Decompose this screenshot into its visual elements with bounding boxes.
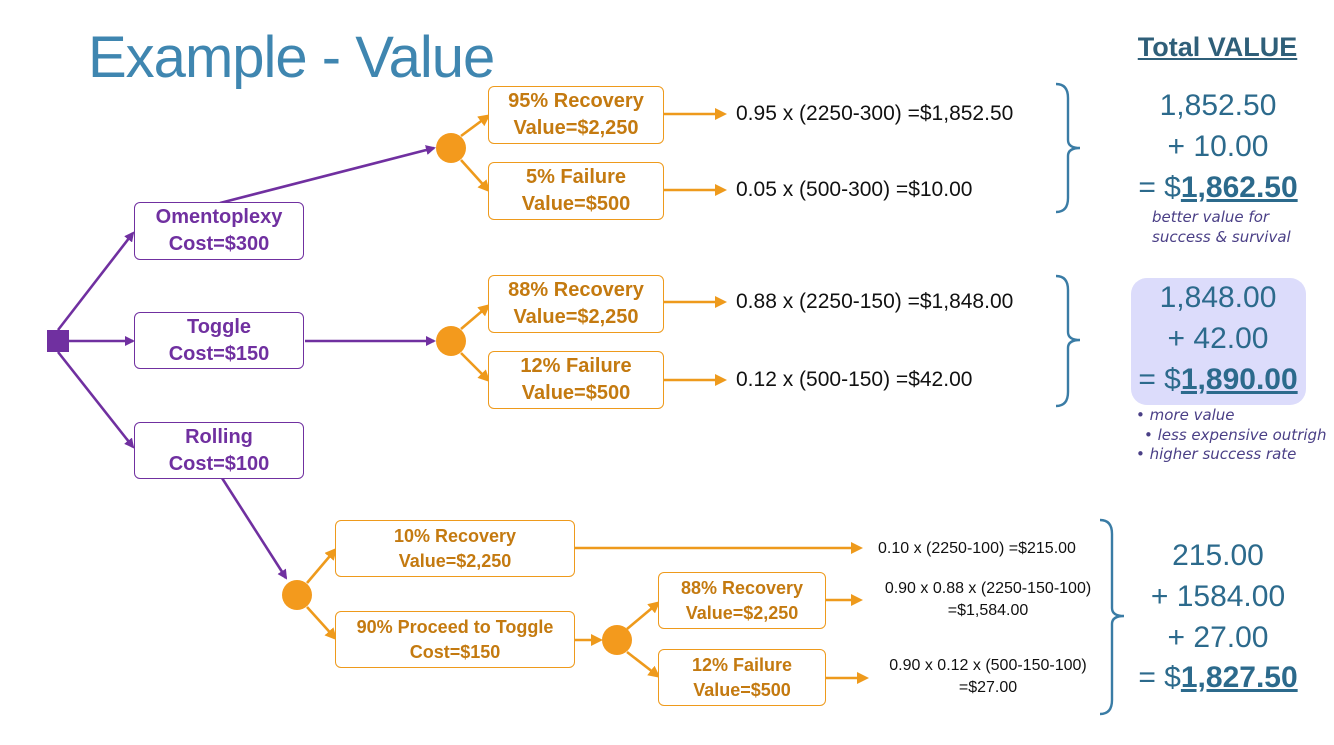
bracket-omentoplexy bbox=[1055, 82, 1081, 214]
node-label: 10% Recovery bbox=[393, 526, 517, 547]
total-toggle: 1,848.00 + 42.00 = $1,890.00 bbox=[1118, 278, 1318, 400]
edge-rolling-chance bbox=[220, 477, 288, 580]
total-line: 215.00 bbox=[1172, 539, 1264, 572]
node-value: Value=$2,250 bbox=[513, 117, 639, 139]
calc-omentoplexy-failure: 0.05 x (500-300) =$10.00 bbox=[736, 178, 973, 201]
calc-rolling-recovery: 0.10 x (2250-100) =$215.00 bbox=[878, 540, 1076, 557]
node-rolling-toggle-recovery: 88% Recovery Value=$2,250 bbox=[658, 572, 826, 629]
node-label: 88% Recovery bbox=[680, 578, 804, 599]
node-rolling-recovery: 10% Recovery Value=$2,250 bbox=[335, 520, 575, 577]
node-cost: Cost=$150 bbox=[168, 342, 270, 365]
page-title: Example - Value bbox=[88, 25, 495, 90]
node-label: 12% Failure bbox=[691, 655, 793, 676]
total-line: + 10.00 bbox=[1167, 129, 1269, 163]
calc-toggle-recovery: 0.88 x (2250-150) =$1,848.00 bbox=[736, 290, 1014, 313]
node-cost: Cost=$100 bbox=[168, 452, 270, 475]
node-rolling-toggle-failure: 12% Failure Value=$500 bbox=[658, 649, 826, 706]
node-value: Value=$2,250 bbox=[398, 550, 512, 571]
decision-node bbox=[47, 330, 69, 352]
node-label: 90% Proceed to Toggle bbox=[356, 617, 554, 638]
calc-line: =$1,584.00 bbox=[947, 602, 1029, 620]
node-toggle-recovery: 88% Recovery Value=$2,250 bbox=[488, 275, 664, 333]
total-line: + 27.00 bbox=[1167, 620, 1269, 654]
node-rolling: Rolling Cost=$100 bbox=[134, 422, 304, 479]
calc-rolling-toggle-failure: 0.90 x 0.12 x (500-150-100) =$27.00 bbox=[872, 655, 1104, 700]
edge-to-rolling bbox=[56, 351, 135, 449]
node-label: Omentoplexy bbox=[155, 206, 283, 228]
total-line: 1,848.00 bbox=[1159, 281, 1277, 314]
node-omentoplexy: Omentoplexy Cost=$300 bbox=[134, 202, 304, 260]
best-option-highlight bbox=[1131, 278, 1306, 405]
bracket-rolling bbox=[1099, 518, 1125, 716]
node-value: Value=$500 bbox=[693, 679, 791, 700]
node-label: 95% Recovery bbox=[508, 90, 644, 112]
total-value-header: Total VALUE bbox=[1137, 32, 1298, 62]
node-value: Value=$500 bbox=[521, 382, 631, 404]
edge-omentoplexy-chance bbox=[219, 145, 436, 205]
chance-node-rolling-toggle bbox=[602, 625, 632, 655]
calc-line: 0.90 x 0.12 x (500-150-100) bbox=[889, 657, 1087, 674]
node-label: 12% Failure bbox=[520, 355, 632, 377]
total-sum: = $1,890.00 bbox=[1138, 362, 1298, 396]
node-value: Value=$2,250 bbox=[685, 602, 799, 623]
total-omentoplexy: 1,852.50 + 10.00 = $1,862.50 bbox=[1118, 86, 1318, 208]
bracket-toggle bbox=[1055, 274, 1081, 408]
node-cost: Cost=$300 bbox=[168, 233, 270, 255]
total-sum: = $1,827.50 bbox=[1138, 661, 1298, 695]
edge-to-omentoplexy bbox=[56, 231, 135, 331]
calc-line: 0.90 x 0.88 x (2250-150-100) bbox=[884, 580, 1092, 597]
node-label: 5% Failure bbox=[525, 166, 627, 188]
node-toggle: Toggle Cost=$150 bbox=[134, 312, 304, 369]
calc-line: =$27.00 bbox=[958, 679, 1018, 697]
node-label: 88% Recovery bbox=[508, 279, 644, 301]
node-label: Toggle bbox=[186, 315, 252, 338]
chance-node-omentoplexy bbox=[436, 133, 466, 163]
total-rolling: 215.00 + 1584.00 + 27.00 = $1,827.50 bbox=[1118, 536, 1318, 699]
node-toggle-failure: 12% Failure Value=$500 bbox=[488, 351, 664, 409]
calc-toggle-failure: 0.12 x (500-150) =$42.00 bbox=[736, 368, 973, 391]
calc-omentoplexy-recovery: 0.95 x (2250-300) =$1,852.50 bbox=[736, 102, 1014, 125]
node-value: Value=$2,250 bbox=[513, 306, 639, 328]
node-omentoplexy-failure: 5% Failure Value=$500 bbox=[488, 162, 664, 220]
total-line: 1,852.50 bbox=[1159, 89, 1277, 122]
note-toggle: • more value • less expensive outrigh • … bbox=[1136, 406, 1327, 463]
chance-node-rolling bbox=[282, 580, 312, 610]
total-sum: = $1,862.50 bbox=[1138, 170, 1298, 204]
total-line: + 42.00 bbox=[1167, 321, 1269, 355]
note-omentoplexy: better value for success & survival bbox=[1152, 208, 1291, 246]
node-omentoplexy-recovery: 95% Recovery Value=$2,250 bbox=[488, 86, 664, 144]
calc-rolling-toggle-recovery: 0.90 x 0.88 x (2250-150-100) =$1,584.00 bbox=[872, 578, 1104, 623]
node-cost: Cost=$150 bbox=[409, 641, 501, 662]
node-rolling-proceed-toggle: 90% Proceed to Toggle Cost=$150 bbox=[335, 611, 575, 668]
node-label: Rolling bbox=[185, 425, 253, 448]
chance-node-toggle bbox=[436, 326, 466, 356]
node-value: Value=$500 bbox=[521, 193, 631, 215]
total-line: + 1584.00 bbox=[1150, 579, 1286, 613]
